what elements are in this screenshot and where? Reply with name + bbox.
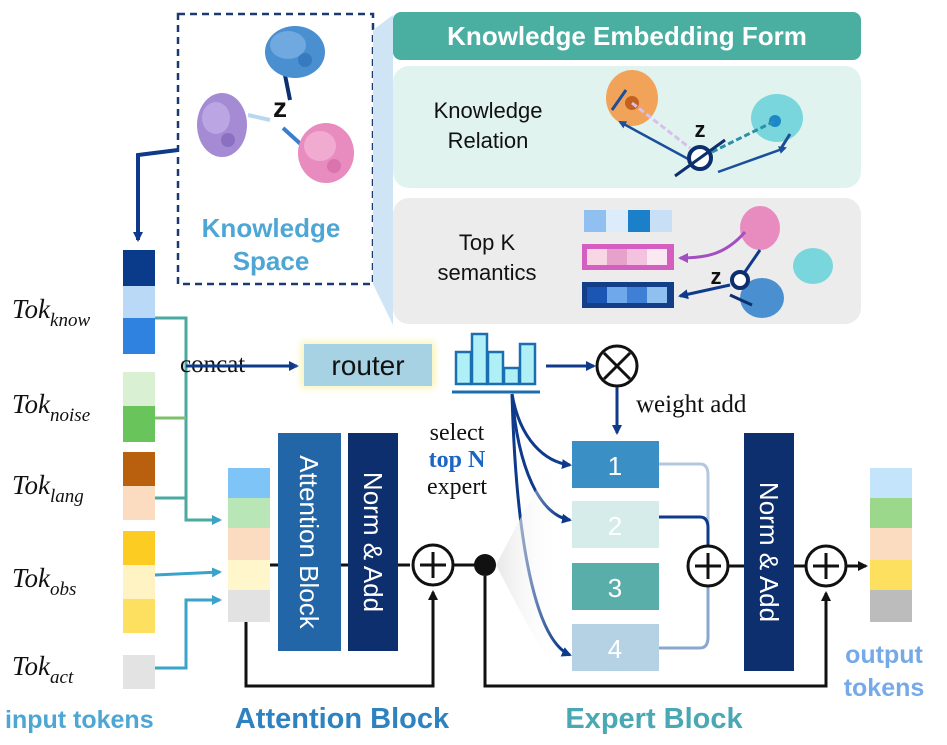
select-label-2: top N bbox=[429, 447, 486, 473]
attention-residual bbox=[244, 590, 438, 688]
cyan-cluster-icon bbox=[751, 94, 803, 142]
attention-norm-label: Norm & Add bbox=[358, 472, 388, 612]
tok-know-label: Tokknow bbox=[12, 294, 90, 331]
tok-obs-label: Tokobs bbox=[12, 563, 76, 600]
projection-wedge bbox=[373, 15, 393, 325]
add-icon-2 bbox=[686, 544, 730, 588]
purple-cluster-icon bbox=[197, 93, 247, 157]
topk-vector-2 bbox=[582, 244, 674, 270]
attention-norm-block: Norm & Add bbox=[348, 433, 398, 651]
expert-4: 4 bbox=[572, 624, 659, 671]
tok-noise-label: Toknoise bbox=[12, 389, 90, 426]
expert-2: 2 bbox=[572, 501, 659, 548]
add-icon-1 bbox=[411, 543, 455, 587]
embedding-form-panel: Knowledge Embedding Form Knowledge Relat… bbox=[393, 12, 861, 324]
expert-output-lines bbox=[659, 462, 710, 650]
router-box: router bbox=[301, 342, 435, 388]
knowledge-space-z: z bbox=[273, 92, 287, 123]
router-label: router bbox=[331, 350, 404, 381]
tok-lang-label: Toklang bbox=[12, 470, 84, 507]
topk-vector-1 bbox=[584, 210, 672, 232]
select-label-1: select bbox=[430, 420, 485, 446]
select-label-3: expert bbox=[427, 474, 487, 500]
input-tokens-label: input tokens bbox=[5, 706, 154, 734]
expert-norm-label: Norm & Add bbox=[754, 482, 784, 622]
topk-label-1: Top K bbox=[459, 230, 516, 255]
output-tokens-label-1: output bbox=[845, 641, 923, 669]
topk-z: z bbox=[711, 264, 722, 289]
output-tokens-label-2: tokens bbox=[844, 674, 925, 702]
token-connectors bbox=[154, 316, 222, 670]
knowledge-space-panel: z Knowledge Space bbox=[176, 12, 375, 286]
expert-1: 1 bbox=[572, 441, 659, 488]
input-token-stack bbox=[123, 250, 155, 689]
blue-cluster-icon bbox=[265, 26, 325, 78]
topk-cyan-cluster-icon bbox=[793, 248, 833, 284]
knowledge-inject-arrow bbox=[133, 148, 179, 242]
add-icon-3 bbox=[804, 544, 848, 588]
histogram-icon bbox=[452, 332, 540, 394]
output-token-stack bbox=[870, 468, 912, 622]
pink-cluster-icon bbox=[298, 123, 354, 183]
svg-text:3: 3 bbox=[608, 573, 622, 603]
attention-input-stack bbox=[228, 468, 270, 622]
tok-act-label: Tokact bbox=[12, 651, 74, 688]
relation-label-1: Knowledge bbox=[434, 98, 543, 123]
expert-section-label: Expert Block bbox=[565, 703, 743, 735]
relation-label-2: Relation bbox=[448, 128, 529, 153]
embedding-form-header: Knowledge Embedding Form bbox=[447, 21, 807, 51]
expert-norm-block: Norm & Add bbox=[744, 433, 794, 671]
attention-block: Attention Block bbox=[278, 433, 341, 651]
expert-3: 3 bbox=[572, 563, 659, 610]
knowledge-space-title-2: Space bbox=[233, 246, 310, 276]
topk-vector-3 bbox=[582, 282, 674, 308]
expert-fan-shade bbox=[496, 458, 560, 672]
svg-text:2: 2 bbox=[608, 511, 622, 541]
svg-text:4: 4 bbox=[608, 634, 622, 664]
multiply-icon bbox=[595, 344, 639, 388]
weight-add-label: weight add bbox=[636, 391, 747, 418]
topk-pink-cluster-icon bbox=[740, 206, 780, 250]
topk-label-2: semantics bbox=[437, 260, 536, 285]
relation-z: z bbox=[695, 117, 706, 142]
attention-block-label: Attention Block bbox=[294, 455, 324, 629]
branch-dot bbox=[474, 554, 496, 576]
expert-residual bbox=[483, 576, 831, 688]
topk-blue-cluster-icon bbox=[740, 278, 784, 318]
svg-text:1: 1 bbox=[608, 451, 622, 481]
attention-section-label: Attention Block bbox=[235, 703, 450, 735]
knowledge-space-title-1: Knowledge bbox=[202, 213, 341, 243]
